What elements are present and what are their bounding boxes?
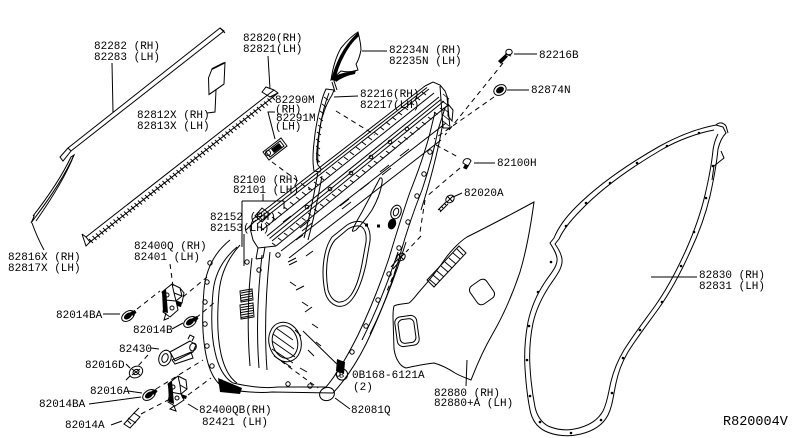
svg-text:82813X (LH): 82813X (LH) [137,121,210,133]
svg-text:82014BA: 82014BA [56,310,103,322]
svg-text:B: B [339,371,344,381]
svg-text:82016A: 82016A [90,386,130,398]
svg-text:82874N: 82874N [531,85,571,97]
svg-text:82014B: 82014B [133,325,173,337]
svg-text:82100H: 82100H [497,158,537,170]
svg-text:82430: 82430 [119,344,152,356]
svg-text:82235N (LH): 82235N (LH) [389,56,462,68]
svg-text:(2): (2) [353,382,373,394]
svg-text:82830 (RH): 82830 (RH) [699,270,765,282]
svg-text:82283 (LH): 82283 (LH) [94,52,160,64]
svg-text:82400Q (RH): 82400Q (RH) [134,241,207,253]
svg-text:82816X (RH): 82816X (RH) [8,252,81,264]
svg-text:82014A: 82014A [65,420,105,432]
svg-text:82880 (RH): 82880 (RH) [434,388,500,400]
svg-text:82290M: 82290M [275,95,315,107]
svg-text:(LH): (LH) [275,122,301,134]
svg-text:82821(LH): 82821(LH) [243,44,302,56]
svg-text:82016D: 82016D [85,360,125,372]
svg-text:82421 (LH): 82421 (LH) [202,417,268,429]
svg-text:82014BA: 82014BA [39,399,86,411]
svg-text:82234N (RH): 82234N (RH) [389,45,462,57]
svg-text:82401 (LH): 82401 (LH) [134,252,200,264]
svg-text:82020A: 82020A [464,188,504,200]
svg-text:R820004V: R820004V [723,415,789,430]
svg-text:0B168-6121A: 0B168-6121A [352,370,425,382]
svg-text:82291M: 82291M [276,113,316,125]
svg-text:82880+A (LH): 82880+A (LH) [434,398,513,410]
svg-text:82820(RH): 82820(RH) [243,33,302,45]
svg-text:82152 (RH): 82152 (RH) [210,212,276,224]
svg-text:82217(LH): 82217(LH) [360,100,419,112]
svg-text:(RH): (RH) [275,105,301,117]
svg-text:82817X (LH): 82817X (LH) [8,263,81,275]
svg-text:82812X (RH): 82812X (RH) [137,110,210,122]
svg-text:82400QB(RH): 82400QB(RH) [199,405,272,417]
svg-text:82101 (LH): 82101 (LH) [233,185,299,197]
svg-text:82153(LH): 82153(LH) [210,223,269,235]
svg-text:82216(RH): 82216(RH) [360,89,419,101]
svg-text:82831 (LH): 82831 (LH) [699,281,765,293]
svg-text:82282 (RH): 82282 (RH) [94,41,160,53]
svg-text:82216B: 82216B [539,50,579,62]
svg-text:82100 (RH): 82100 (RH) [233,175,299,187]
svg-text:82081Q: 82081Q [351,405,391,417]
